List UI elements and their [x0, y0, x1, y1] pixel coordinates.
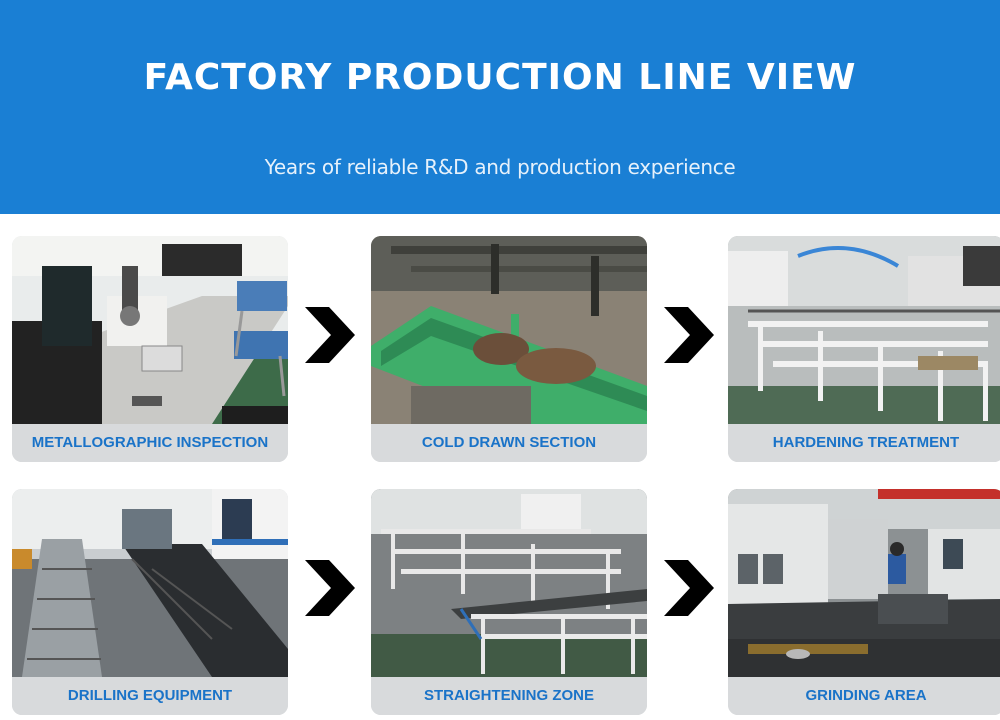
step-card-metallographic-inspection: METALLOGRAPHIC INSPECTION	[12, 236, 288, 462]
step-label: DRILLING EQUIPMENT	[12, 677, 288, 715]
cold-drawn-conveyor-photo	[371, 236, 647, 424]
page-title: FACTORY PRODUCTION LINE VIEW	[143, 57, 857, 98]
step-card-hardening-treatment: HARDENING TREATMENT	[728, 236, 1000, 462]
grinding-machine-photo	[728, 489, 1000, 677]
page-subtitle: Years of reliable R&D and production exp…	[264, 155, 736, 179]
step-label: HARDENING TREATMENT	[728, 424, 1000, 462]
step-card-cold-drawn-section: COLD DRAWN SECTION	[371, 236, 647, 462]
step-card-grinding-area: GRINDING AREA	[728, 489, 1000, 715]
step-label: COLD DRAWN SECTION	[371, 424, 647, 462]
step-card-straightening-zone: STRAIGHTENING ZONE	[371, 489, 647, 715]
step-label: METALLOGRAPHIC INSPECTION	[12, 424, 288, 462]
chevron-right-icon	[305, 307, 355, 363]
step-label: STRAIGHTENING ZONE	[371, 677, 647, 715]
header-banner: FACTORY PRODUCTION LINE VIEW Years of re…	[0, 0, 1000, 214]
lab-microscope-photo	[12, 236, 288, 424]
drilling-machine-photo	[12, 489, 288, 677]
chevron-right-icon	[305, 560, 355, 616]
step-label: GRINDING AREA	[728, 677, 1000, 715]
straightening-racks-photo	[371, 489, 647, 677]
chevron-right-icon	[664, 307, 714, 363]
chevron-right-icon	[664, 560, 714, 616]
step-card-drilling-equipment: DRILLING EQUIPMENT	[12, 489, 288, 715]
hardening-line-photo	[728, 236, 1000, 424]
